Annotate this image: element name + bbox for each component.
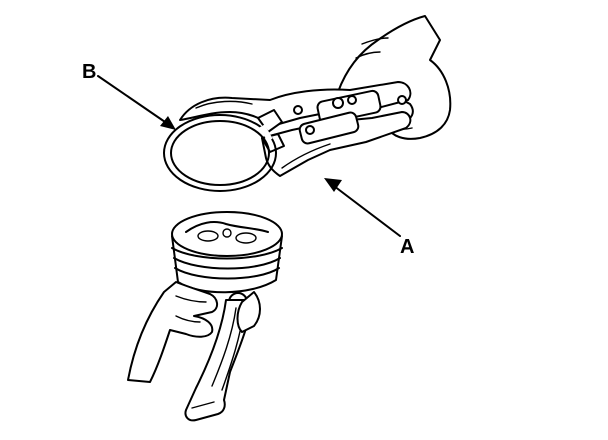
- piston: [171, 211, 283, 312]
- callout-a-leader: [324, 178, 401, 237]
- lower-hand: [127, 281, 261, 383]
- piston-ring: [163, 114, 277, 192]
- callout-b-leader: [97, 75, 176, 130]
- ring-expander-tool: [179, 81, 412, 177]
- callout-a-label: A: [400, 236, 414, 258]
- callout-b-label: B: [82, 61, 96, 83]
